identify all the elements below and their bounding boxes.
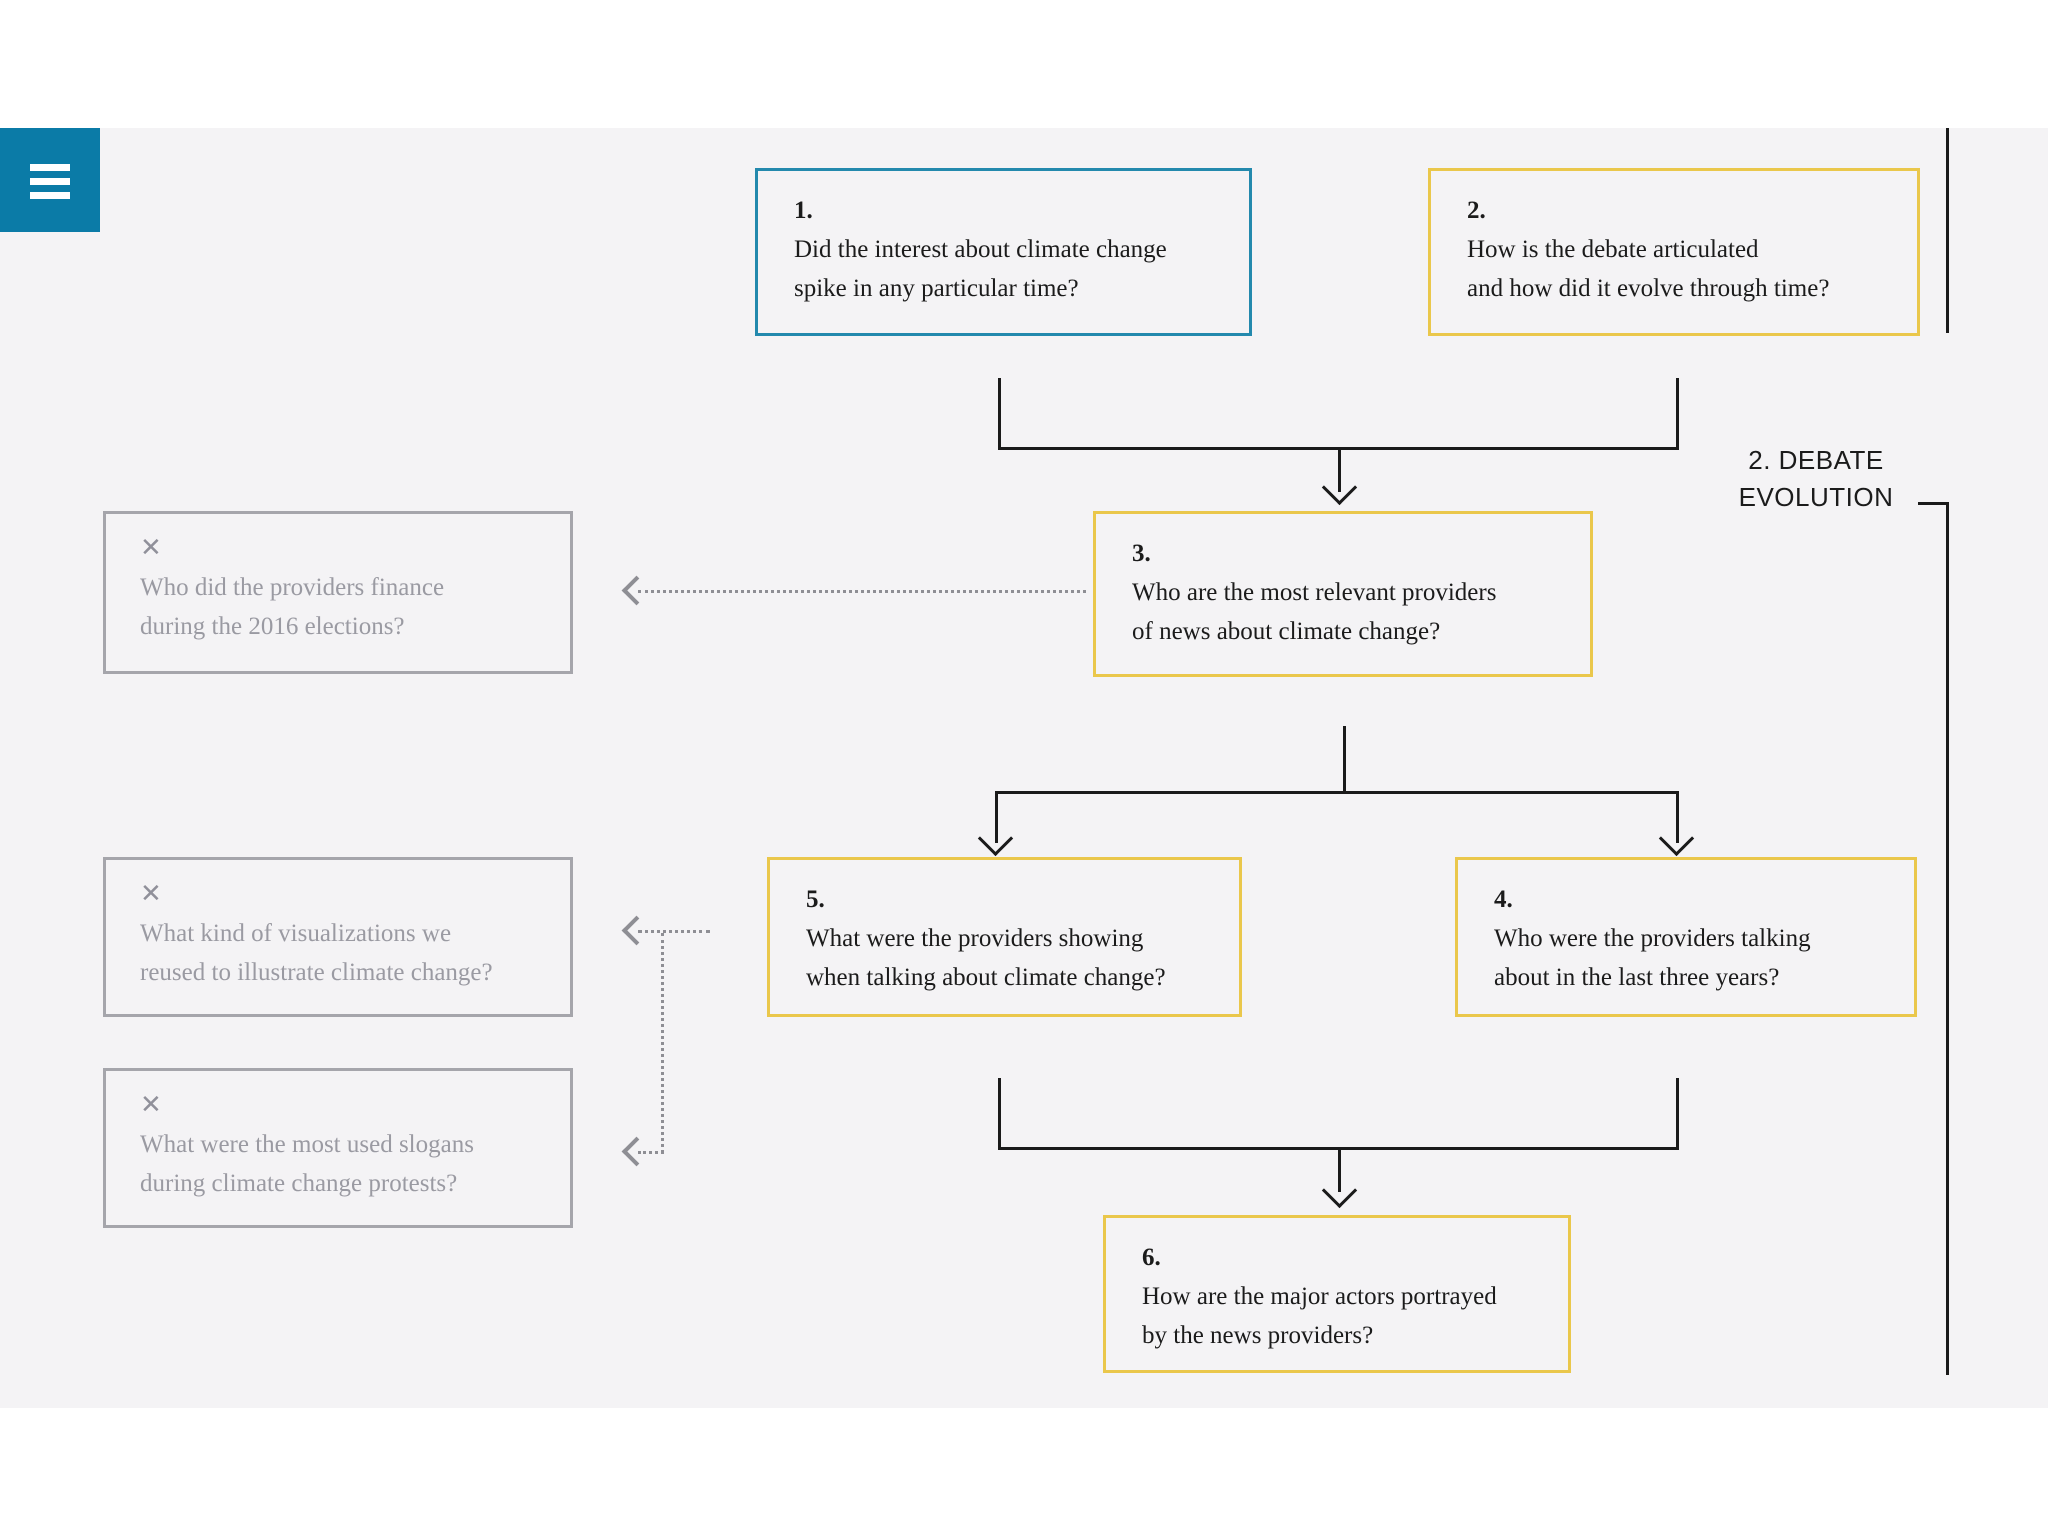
question-number: 4.	[1494, 886, 1513, 913]
dotted-line-to-discarded-1	[638, 590, 1086, 593]
connector-split-right	[1676, 791, 1679, 843]
discarded-box-1: ✕ Who did the providers finance during t…	[103, 511, 573, 674]
connector-merge1-stem	[1338, 450, 1341, 492]
connector-merge2-stem	[1338, 1150, 1341, 1192]
dotted-line-vertical	[661, 933, 664, 1153]
x-icon: ✕	[140, 879, 162, 909]
question-text: What were the providers showing when tal…	[806, 925, 1166, 991]
section-label-debate-evolution: 2. DEBATE EVOLUTION	[1738, 445, 1894, 512]
question-box-5: 5. What were the providers showing when …	[767, 857, 1242, 1017]
question-number: 1.	[794, 197, 813, 224]
hamburger-bar	[30, 164, 70, 171]
question-text: Who were the providers talking about in …	[1494, 925, 1811, 991]
section-bracket-line	[1918, 502, 1949, 505]
dotted-line-to-discarded-2	[638, 930, 710, 933]
right-vertical-line-main	[1946, 502, 1949, 1375]
connector-merge1-right	[1676, 378, 1679, 450]
connector-merge2-left	[998, 1078, 1001, 1150]
question-box-2: 2. How is the debate articulated and how…	[1428, 168, 1920, 336]
connector-merge1-horizontal	[998, 447, 1679, 450]
question-text: Who are the most relevant providers of n…	[1132, 579, 1497, 645]
question-number: 3.	[1132, 540, 1151, 567]
connector-split-horizontal	[995, 791, 1679, 794]
discarded-box-2: ✕ What kind of visualizations we reused …	[103, 857, 573, 1017]
question-box-6: 6. How are the major actors portrayed by…	[1103, 1215, 1571, 1373]
question-number: 5.	[806, 886, 825, 913]
question-box-4: 4. Who were the providers talking about …	[1455, 857, 1917, 1017]
discarded-text: What were the most used slogans during c…	[140, 1131, 474, 1197]
x-icon: ✕	[140, 1090, 162, 1120]
connector-split-stem	[1343, 726, 1346, 794]
discarded-box-3: ✕ What were the most used slogans during…	[103, 1068, 573, 1228]
question-text: Did the interest about climate change sp…	[794, 236, 1167, 302]
connector-merge1-left	[998, 378, 1001, 450]
hamburger-bar	[30, 178, 70, 185]
hamburger-bar	[30, 192, 70, 199]
question-box-3: 3. Who are the most relevant providers o…	[1093, 511, 1593, 677]
discarded-text: Who did the providers finance during the…	[140, 574, 445, 640]
question-box-1: 1. Did the interest about climate change…	[755, 168, 1252, 336]
connector-split-left	[995, 791, 998, 843]
menu-button[interactable]	[0, 128, 100, 232]
x-icon: ✕	[140, 533, 162, 563]
discarded-text: What kind of visualizations we reused to…	[140, 920, 493, 986]
question-text: How is the debate articulated and how di…	[1467, 236, 1830, 302]
dotted-line-to-discarded-3	[638, 1151, 664, 1154]
question-number: 2.	[1467, 197, 1486, 224]
right-vertical-line-top	[1946, 128, 1949, 333]
connector-merge2-horizontal	[998, 1147, 1679, 1150]
connector-merge2-right	[1676, 1078, 1679, 1150]
question-text: How are the major actors portrayed by th…	[1142, 1283, 1497, 1349]
question-number: 6.	[1142, 1244, 1161, 1271]
